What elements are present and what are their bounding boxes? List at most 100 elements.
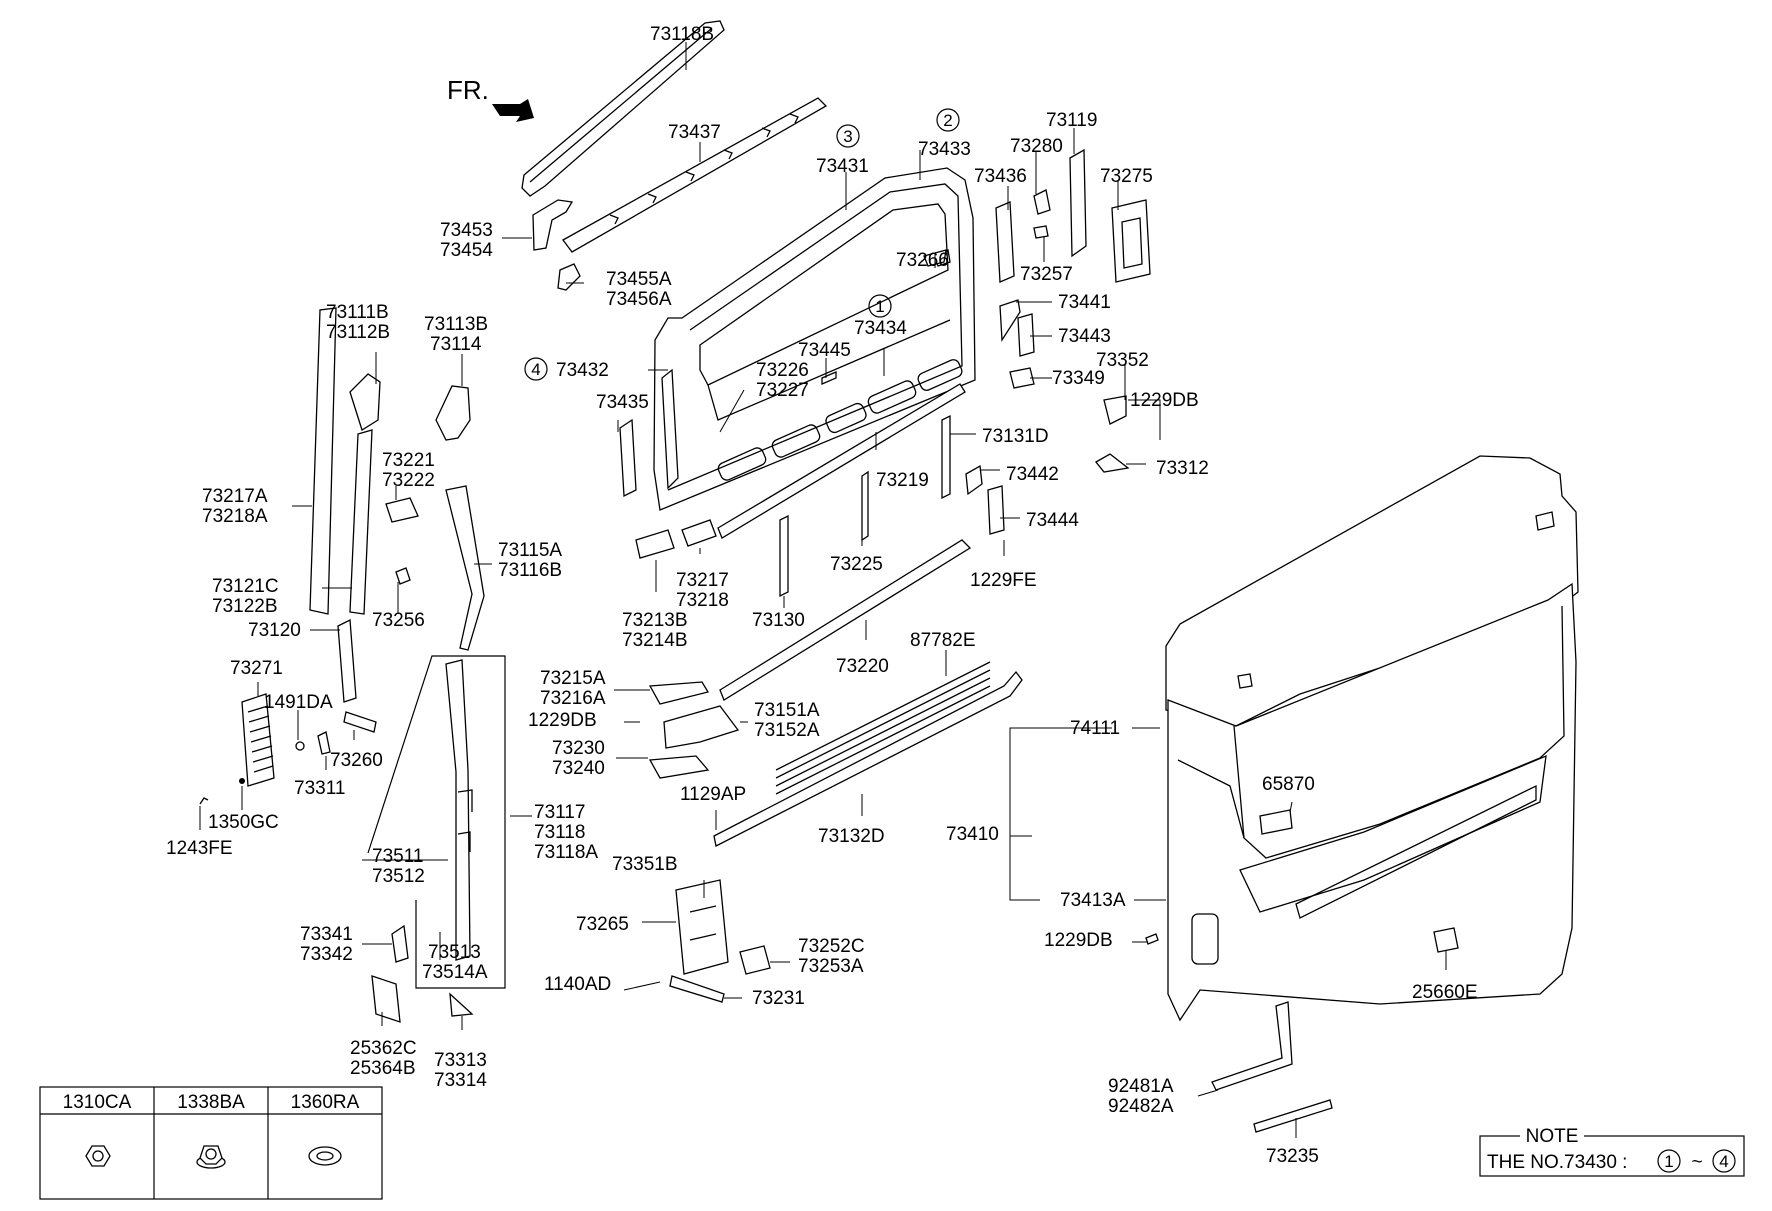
callout-label: 73435 [596, 392, 649, 413]
callout-label: 73433 [918, 139, 971, 160]
hex-nut-icon [85, 1145, 111, 1167]
trim-73221 [385, 497, 419, 523]
bracket-92481A [1211, 1001, 1293, 1091]
front-arrow-icon [492, 99, 534, 122]
callout-label: 73311 [294, 778, 345, 799]
callout-label: 25660E [1412, 982, 1478, 1003]
bracket-73341 [391, 924, 409, 963]
bracket-65870 [1259, 809, 1293, 835]
callout-label: 73351B [612, 854, 678, 875]
ref-marker-1: 1 [868, 294, 892, 318]
callout-label: 74111 [1070, 718, 1120, 739]
bracket-73435 [619, 418, 637, 498]
note-text: THE NO.73430 : [1487, 1152, 1627, 1173]
upper-frame-73431 [653, 167, 976, 511]
callout-label: 73225 [830, 554, 883, 575]
clip-1491DA [295, 741, 305, 751]
callout-label: 73120 [248, 620, 301, 641]
trim-73217 [681, 519, 717, 547]
svg-text:3: 3 [843, 127, 852, 146]
callout-label: 73280 [1010, 136, 1063, 157]
trim-73213B [635, 529, 675, 559]
fastener-header: 1338BA [177, 1092, 245, 1113]
reference-markers: 1 2 3 4 [524, 108, 960, 381]
callout-label: 73265 [576, 914, 629, 935]
weatherstrip-87782E [775, 661, 991, 795]
ref-marker-2: 2 [936, 108, 960, 132]
callout-label: 1229DB [1044, 930, 1113, 951]
callout-label: 73443 [1058, 326, 1111, 347]
bracket-73313 [449, 992, 474, 1017]
strip-73120 [337, 618, 357, 703]
callout-label: 87782E [910, 630, 976, 651]
callout-label: 73410 [946, 824, 999, 845]
callout-label: 73312 [1156, 458, 1209, 479]
callout-label: 73132D [818, 826, 885, 847]
bracket-73352 [1103, 395, 1127, 425]
note-box: NOTE THE NO.73430 : 1 ~ 4 [1479, 1126, 1745, 1177]
bracket-73260 [343, 711, 377, 733]
callout-label: 73219 [876, 470, 929, 491]
callout-label: 73445 [798, 340, 851, 361]
bracket-73280 [1033, 189, 1051, 215]
callout-label: 73431 [816, 156, 869, 177]
pillar-73115A [445, 485, 485, 651]
fastener-header: 1360RA [291, 1092, 360, 1113]
fastener-header: 1310CA [63, 1092, 132, 1113]
bracket-73151A [663, 705, 740, 749]
callout-label: 73352 [1096, 350, 1149, 371]
panel-73275 [1111, 199, 1151, 283]
note-range-to: 4 [1719, 1152, 1728, 1171]
cap-73113B [435, 385, 471, 441]
callout-label: 73436 [974, 166, 1027, 187]
trim-73230 [648, 755, 710, 779]
bracket-73453 [532, 199, 574, 251]
callout-label: 73271 [230, 658, 283, 679]
strip-73235 [1253, 1099, 1333, 1133]
lower-rail-73132D [713, 670, 1023, 847]
strip-73231 [669, 975, 725, 1003]
garnish-73217A [309, 307, 337, 615]
callout-label: 73349 [1052, 368, 1105, 389]
callout-label: 73119 [1046, 110, 1097, 131]
inner-pillar-73117 [445, 659, 471, 961]
callout-label: 73444 [1026, 510, 1079, 531]
bracket-73444 [987, 485, 1005, 535]
callout-label: 73260 [330, 750, 383, 771]
lower-rail-73220 [719, 539, 972, 701]
callout-label: 1229DB [528, 710, 597, 731]
bracket-73441 [999, 299, 1021, 343]
bracket-73442 [965, 464, 983, 496]
callout-label: 1140AD [544, 974, 611, 995]
callout-label: 73413A [1060, 890, 1126, 911]
leader-lines [199, 42, 1447, 1138]
clip-1350GC [239, 778, 245, 784]
callout-label: 73432 [556, 360, 609, 381]
clip-73257 [1033, 225, 1049, 239]
orientation-label: FR. [447, 75, 489, 105]
garnish-73121C [349, 429, 373, 615]
bracket-73443 [1017, 313, 1035, 357]
bracket-73111B [349, 373, 381, 431]
note-title: NOTE [1526, 1126, 1579, 1147]
washer-icon [308, 1146, 342, 1166]
ref-marker-4: 4 [524, 357, 548, 381]
callout-label: 73220 [836, 656, 889, 677]
callout-label: 73434 [854, 318, 907, 339]
callout-label: 73275 [1100, 166, 1153, 187]
